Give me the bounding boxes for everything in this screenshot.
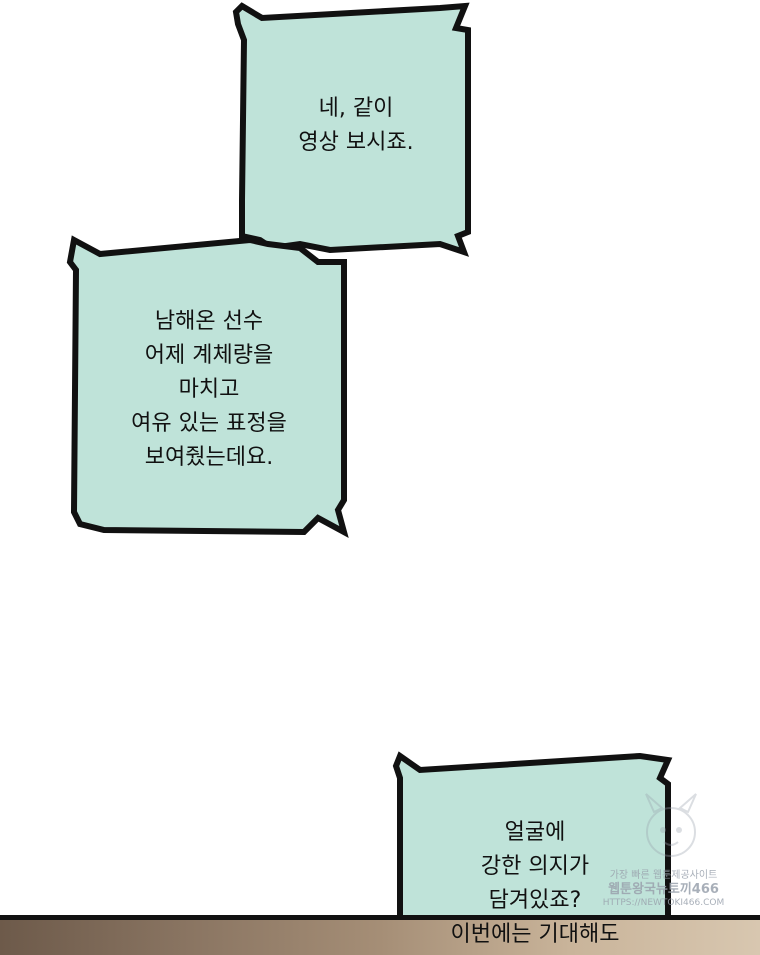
speech-bubble-shape-3	[392, 751, 673, 950]
watermark-mascot-icon	[645, 793, 697, 857]
speech-bubble-2-text: 남해온 선수 어제 계체량을 마치고 여유 있는 표정을 보여줬는데요.	[80, 305, 338, 475]
panel-image-strip	[0, 915, 760, 955]
bubble-3-line-4: 이번에는 기대해도	[450, 922, 620, 947]
bubble-2-line-3: 마치고	[178, 377, 240, 402]
watermark-line-2: 웹툰왕국뉴토끼466	[608, 882, 719, 897]
bubble-2-line-4: 여유 있는 표정을	[131, 411, 287, 436]
bubble-3-line-3: 담겨있죠?	[488, 888, 582, 913]
bubble-2-line-5: 보여줬는데요.	[144, 445, 274, 470]
watermark-line-3: HTTPS://NEWTOKI466.COM	[602, 898, 725, 908]
bubble-3-line-1: 얼굴에	[504, 820, 566, 845]
bubble-3-line-2: 강한 의지가	[480, 854, 590, 879]
speech-bubble-shape-1	[232, 2, 471, 257]
speech-bubble-shape-2	[66, 235, 349, 538]
speech-bubble-3-text: 얼굴에 강한 의지가 담겨있죠? 이번에는 기대해도	[406, 816, 664, 952]
bubble-2-line-2: 어제 계체량을	[144, 343, 274, 368]
bubble-2-line-1: 남해온 선수	[154, 309, 264, 334]
watermark-line-1: 가장 빠른 웹툰제공사이트	[609, 870, 718, 881]
speech-bubble-1-text: 네, 같이 영상 보시죠.	[250, 92, 462, 160]
bubble-1-line-1: 네, 같이	[318, 96, 394, 121]
watermark: 가장 빠른 웹툰제공사이트 웹툰왕국뉴토끼466 HTTPS://NEWTOKI…	[596, 870, 731, 909]
bubble-1-line-2: 영상 보시죠.	[298, 130, 414, 155]
